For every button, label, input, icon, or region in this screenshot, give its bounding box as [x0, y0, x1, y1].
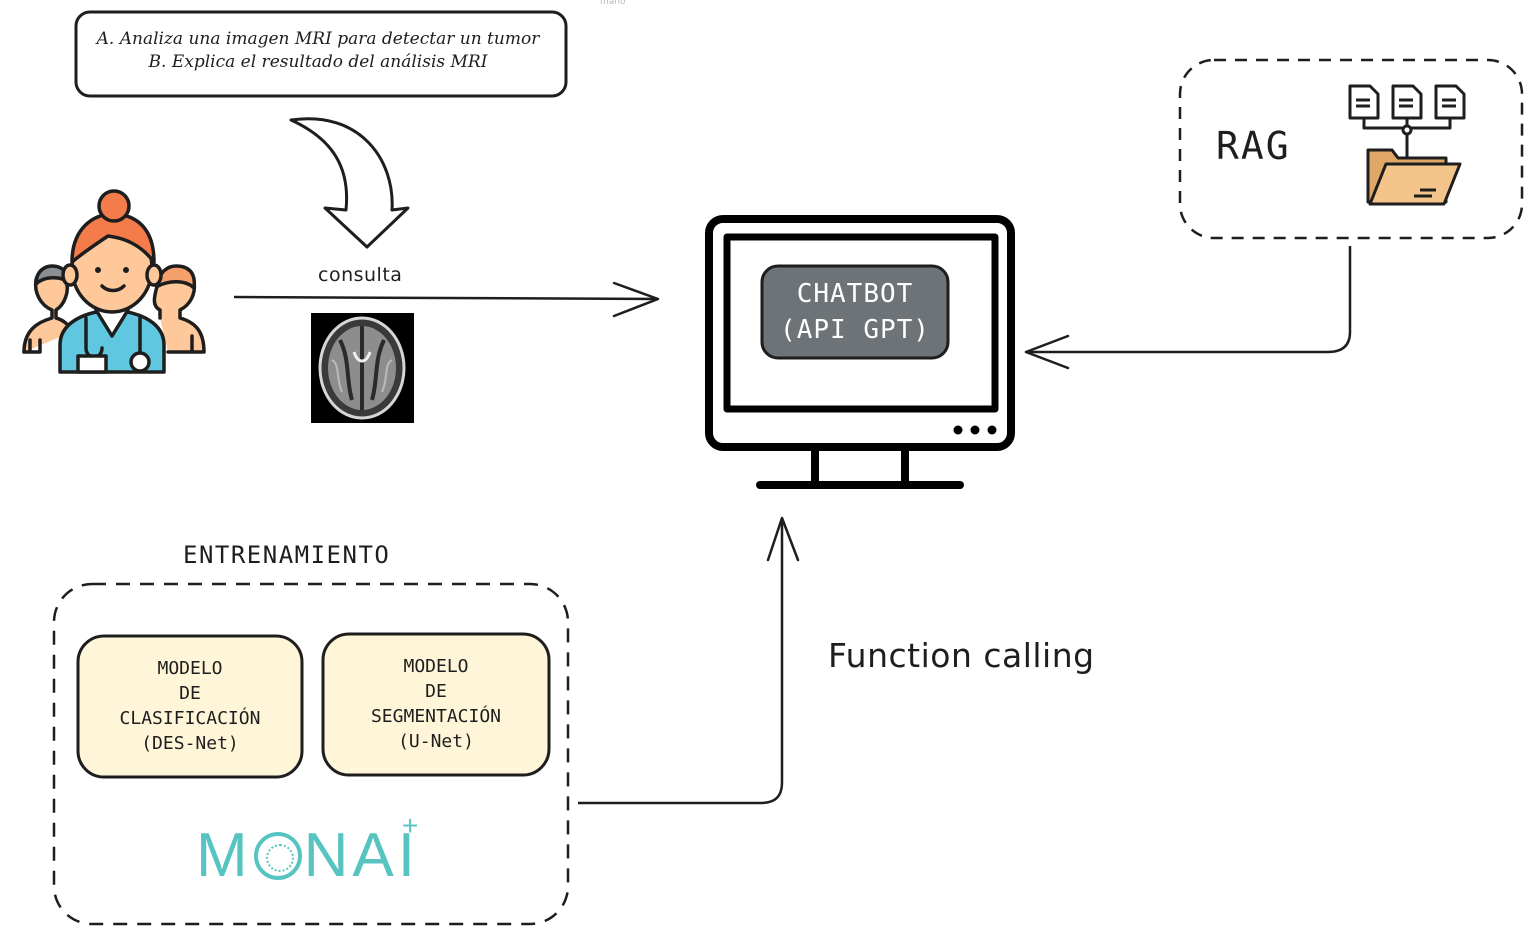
down-arrow-icon [289, 117, 410, 249]
model-line: (DES-Net) [141, 733, 239, 754]
chatbot-line-1: CHATBOT [796, 279, 914, 309]
model-line: MODELO [403, 656, 469, 677]
monai-globe-icon [253, 832, 302, 880]
query-option-a: A. Analiza una imagen MRI para detectar … [96, 29, 540, 49]
consulta-arrow [233, 295, 659, 301]
rag-box [1178, 58, 1524, 240]
model-line: SEGMENTACIÓN [370, 706, 502, 727]
chatbot-box [760, 264, 950, 360]
model-line: DE [425, 681, 447, 702]
monai-logo-m: M [196, 821, 252, 890]
query-box [74, 10, 568, 98]
training-label: ENTRENAMIENTO [183, 541, 391, 569]
model-line: MODELO [157, 658, 223, 679]
model-line: CLASIFICACIÓN [119, 708, 261, 729]
segmentation-model-text: MODELO DE SEGMENTACIÓN (U-Net) [323, 654, 549, 754]
query-option-b: B. Explica el resultado del análisis MRI [148, 52, 488, 72]
rag-label: RAG [1216, 124, 1291, 168]
function-calling-connector [578, 520, 784, 805]
classification-model-box [76, 634, 304, 779]
monai-plus-icon: + [402, 810, 419, 841]
rag-connector [1026, 246, 1352, 354]
chatbot-text: CHATBOT (API GPT) [762, 266, 948, 358]
monai-logo: M NAI [196, 820, 419, 891]
doctors-team-icon [22, 189, 206, 374]
monai-logo-rest: NAI [303, 821, 420, 890]
brain-mri-image [311, 313, 414, 423]
consulta-label: consulta [318, 264, 403, 286]
training-box [52, 582, 570, 926]
chatbot-line-2: (API GPT) [780, 315, 930, 345]
classification-model-text: MODELO DE CLASIFICACIÓN (DES-Net) [78, 656, 302, 756]
function-calling-label: Function calling [828, 636, 1095, 675]
documents-folder-icon [1348, 84, 1466, 206]
monitor-icon [705, 215, 1015, 489]
segmentation-model-box [321, 632, 551, 777]
model-line: DE [179, 683, 201, 704]
tiny-top-label: mano [600, 0, 626, 7]
model-line: (U-Net) [398, 731, 474, 752]
